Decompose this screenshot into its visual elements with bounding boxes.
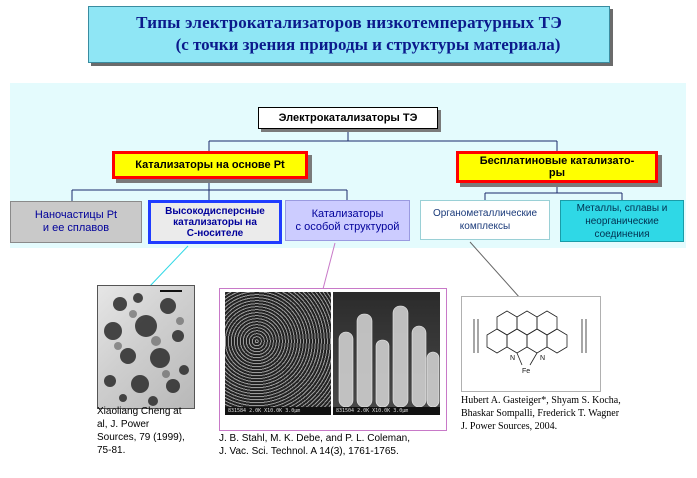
- leaf-nano-line-2: и ее сплавов: [42, 222, 110, 234]
- molecule-caption-line-2: Bhaskar Sompalli, Frederick T. Wagner: [461, 408, 620, 419]
- title-line-2: (с точки зрения природы и структуры мате…: [175, 35, 561, 54]
- leaf-organo-line-2: комплексы: [459, 221, 511, 232]
- tem-caption-line-4: 75-81.: [97, 445, 126, 456]
- sem-left-scalebar: 831584 2.0K X10.0K 3.0μm: [225, 407, 331, 415]
- molecule-caption-line-1: Hubert A. Gasteiger*, Shyam S. Kocha,: [461, 395, 621, 406]
- leaf-metal-line-1: Металлы, сплавы и: [576, 202, 668, 214]
- molecule-structure-frame: N N Fe: [461, 296, 601, 392]
- root-node-label: Электрокатализаторы ТЭ: [278, 111, 418, 124]
- molecule-caption-line-3: J. Power Sources, 2004.: [461, 421, 558, 432]
- leaf-disp-line-2: катализаторы на: [173, 216, 257, 228]
- nonpt-catalysts-node: Бесплатиновые катализато- ры: [456, 151, 658, 183]
- leaf-organometallic: Органометаллические комплексы: [420, 200, 550, 240]
- pt-catalysts-node: Катализаторы на основе Pt: [112, 151, 308, 179]
- root-node: Электрокатализаторы ТЭ: [258, 107, 438, 129]
- leaf-struct-label: Катализаторы с особой структурой: [296, 208, 400, 234]
- leaf-pt-nanoparticles: Наночастицы Pt и ее сплавов: [10, 201, 142, 243]
- title-line-1: Типы электрокатализаторов низкотемперату…: [136, 13, 562, 32]
- sem-right-scalebar: 831504 2.0K X10.0K 3.0μm: [333, 407, 440, 415]
- sem-top-view-image: 831584 2.0K X10.0K 3.0μm: [225, 292, 331, 415]
- molecule-caption: Hubert A. Gasteiger*, Shyam S. Kocha, Bh…: [461, 394, 681, 433]
- tem-particles: [104, 290, 189, 406]
- pt-catalysts-label: Катализаторы на основе Pt: [135, 158, 285, 171]
- leaf-special-structure: Катализаторы с особой структурой: [285, 200, 410, 241]
- tem-micrograph-image: [97, 285, 195, 409]
- leaf-struct-line-1: Катализаторы: [311, 207, 384, 220]
- leaf-dispersed-catalysts: Высокодисперсные катализаторы на С-носит…: [148, 200, 282, 244]
- leaf-metal-label: Металлы, сплавы и неорганические соедине…: [577, 202, 668, 241]
- leaf-metal-line-3: соединения: [594, 228, 650, 240]
- sem-caption: J. B. Stahl, M. K. Debe, and P. L. Colem…: [219, 432, 469, 458]
- sem-caption-line-2: J. Vac. Sci. Technol. A 14(3), 1761-1765…: [219, 446, 399, 457]
- nonpt-line-2: ры: [548, 167, 566, 179]
- nonpt-line-1: Бесплатиновые катализато-: [479, 155, 635, 167]
- leaf-disp-label: Высокодисперсные катализаторы на С-носит…: [165, 206, 265, 239]
- sem-whiskers-image: 831504 2.0K X10.0K 3.0μm: [333, 292, 440, 415]
- leaf-struct-line-2: с особой структурой: [295, 220, 400, 233]
- molecule-n1-label: N: [510, 355, 515, 362]
- fe-phenanthroline-molecule: N N Fe: [473, 310, 587, 375]
- nonpt-catalysts-label: Бесплатиновые катализато- ры: [480, 155, 635, 179]
- molecule-n2-label: N: [540, 355, 545, 362]
- leaf-nano-label: Наночастицы Pt и ее сплавов: [35, 209, 117, 235]
- tem-caption-line-2: al, J. Power: [97, 419, 150, 430]
- leaf-disp-line-1: Высокодисперсные: [165, 205, 265, 217]
- leaf-metals-alloys: Металлы, сплавы и неорганические соедине…: [560, 200, 684, 242]
- sem-caption-line-1: J. B. Stahl, M. K. Debe, and P. L. Colem…: [219, 433, 411, 444]
- leaf-disp-line-3: С-носителе: [186, 227, 244, 239]
- leaf-nano-line-1: Наночастицы Pt: [34, 209, 118, 221]
- leaf-metal-line-2: неорганические: [585, 215, 659, 227]
- sem-whiskers: [338, 305, 440, 408]
- leaf-organo-label: Органометаллические комплексы: [433, 207, 537, 233]
- leaf-organo-line-1: Органометаллические: [432, 208, 538, 219]
- tem-caption-line-3: Sources, 79 (1999),: [97, 432, 185, 443]
- tem-caption: Xiaoliang Cheng at al, J. Power Sources,…: [97, 405, 217, 457]
- title-banner: Типы электрокатализаторов низкотемперату…: [88, 6, 610, 63]
- molecule-fe-label: Fe: [522, 368, 530, 375]
- tem-caption-line-1: Xiaoliang Cheng at: [97, 406, 182, 417]
